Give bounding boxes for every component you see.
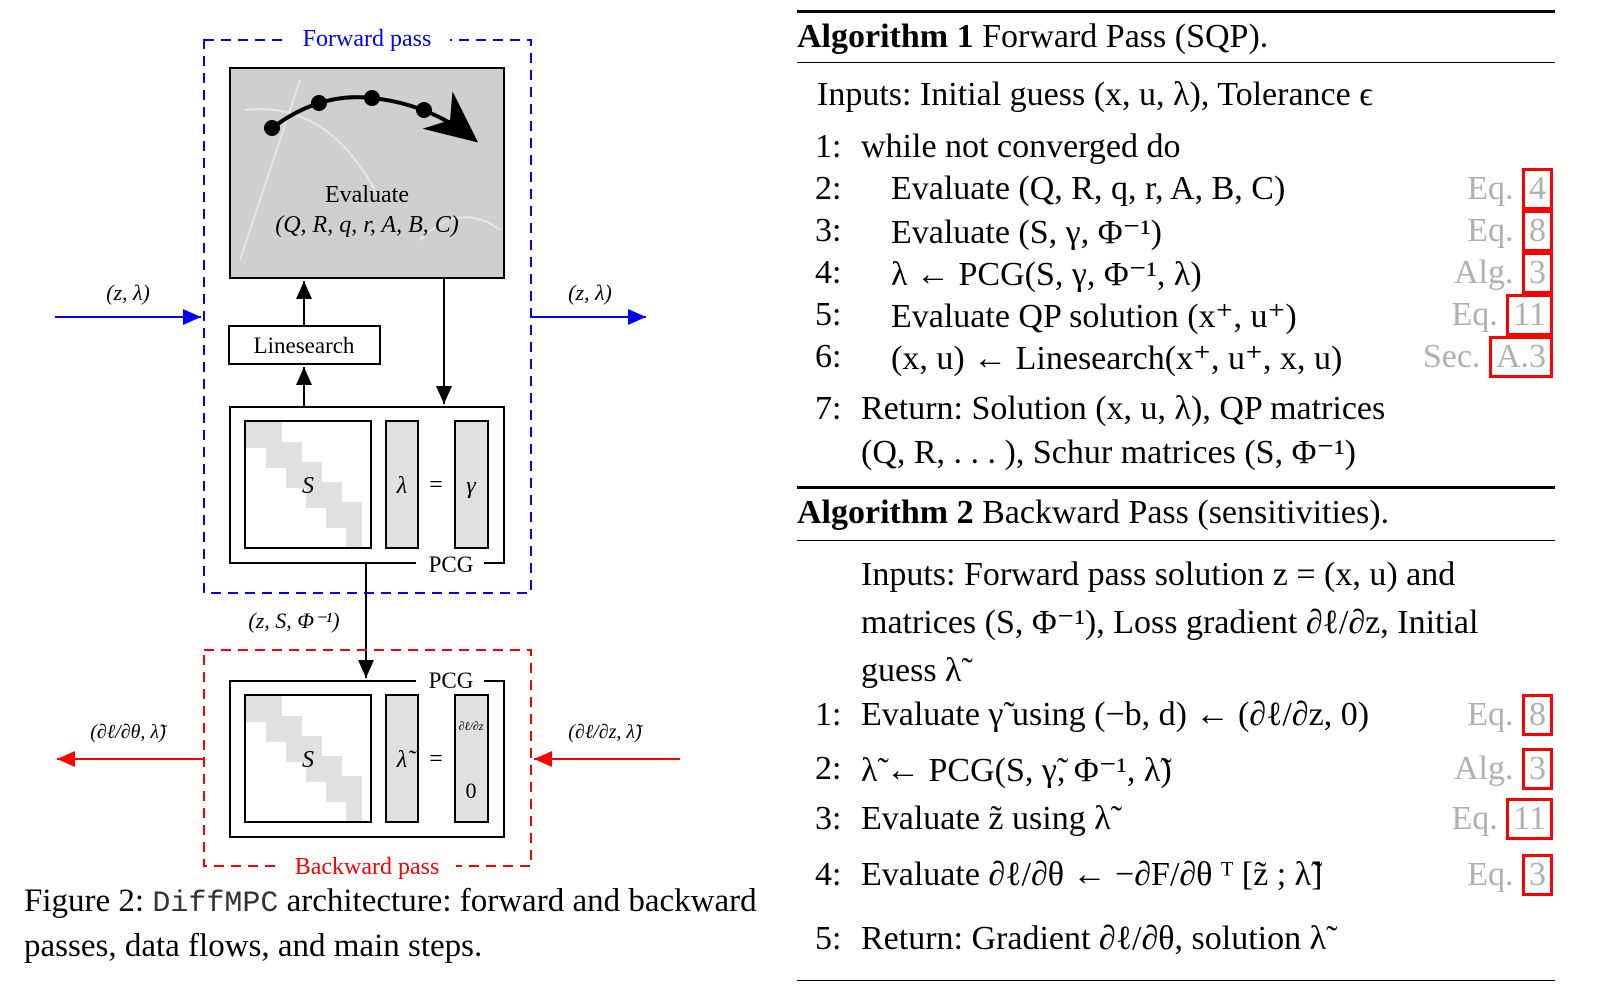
alg1-line-7-cont: (Q, R, . . . ), Schur matrices (S, Φ⁻¹) [861, 434, 1356, 471]
caption-text: architecture: forward and backward passe… [24, 883, 757, 964]
mid-flow-label: (z, S, Φ⁻¹) [248, 608, 339, 633]
forward-equals: = [429, 472, 443, 498]
alg2-line-1: Evaluate γ̃ using (−b, d) ← (∂ℓ/∂z, 0) [861, 696, 1370, 733]
alg2-ref-1: Eq. 8 [1467, 694, 1553, 736]
linesearch-label: Linesearch [254, 333, 355, 358]
alg1-line-4: λ ← PCG(S, γ, Φ⁻¹, λ) [891, 256, 1202, 293]
caption-prefix: Figure 2: [24, 883, 153, 919]
forward-gamma-symbol: γ [466, 473, 476, 499]
alg2-inputs-2: matrices (S, Φ⁻¹), Loss gradient ∂ℓ/∂z, … [861, 604, 1479, 641]
alg1-inputs: Inputs: Initial guess (x, u, λ), Toleran… [817, 76, 1374, 113]
backward-equals: = [429, 746, 443, 772]
alg2-line-number: 4: [815, 856, 842, 893]
algorithm-1: Algorithm 1 Forward Pass (SQP). Inputs: … [797, 10, 1555, 480]
alg1-line-number: 2: [815, 170, 842, 207]
alg2-title: Algorithm 2 Backward Pass (sensitivities… [797, 494, 1390, 531]
alg2-line-number: 1: [815, 696, 842, 733]
alg2-ref-4: Eq. 3 [1467, 854, 1553, 896]
forward-input-label: (z, λ) [106, 280, 150, 305]
forward-lambda-symbol: λ [396, 473, 407, 499]
backward-input-label: (∂ℓ/∂z, λ̃) [568, 721, 643, 743]
alg1-line-number: 5: [815, 296, 842, 333]
forward-pass-box [203, 39, 532, 594]
trajectory-point [311, 95, 327, 111]
architecture-figure: Forward pass Evaluate (Q, R, q, r, A, B,… [55, 24, 680, 880]
forward-output-label: (z, λ) [568, 280, 612, 305]
backward-rhs-zero: 0 [466, 778, 477, 803]
alg2-inputs-3: guess λ̃ [861, 652, 962, 689]
alg1-ref-6: Sec. A.3 [1423, 336, 1553, 378]
alg2-ref-2: Alg. 3 [1454, 748, 1553, 790]
backward-pcg-label: PCG [429, 668, 474, 693]
forward-lambda-vector [385, 420, 419, 549]
backward-rhs-grad: ∂ℓ/∂z [459, 719, 484, 733]
forward-pcg-label: PCG [429, 552, 474, 577]
trajectory-point [264, 120, 280, 136]
alg2-ref-3: Eq. 11 [1451, 798, 1553, 840]
alg1-line-2: Evaluate (Q, R, q, r, A, B, C) [891, 170, 1286, 207]
alg1-ref-4: Alg. 3 [1454, 252, 1553, 294]
alg1-line-number: 3: [815, 212, 842, 249]
alg1-line-1: while not converged do [861, 128, 1181, 165]
backward-matrix-S-symbol: S [302, 747, 314, 773]
caption-code: DiffMPC [152, 887, 279, 921]
evaluate-label: Evaluate [325, 182, 409, 208]
linesearch-box [228, 325, 381, 365]
alg1-line-3: Evaluate (S, γ, Φ⁻¹) [891, 214, 1163, 251]
alg1-line-6: (x, u) ← Linesearch(x⁺, u⁺, x, u) [891, 340, 1343, 377]
trajectory-point [364, 90, 380, 106]
alg2-line-4: Evaluate ∂ℓ/∂θ ← −∂F/∂θ ᵀ [z̃ ; λ̃] [861, 856, 1323, 893]
alg2-line-2: λ̃ ← PCG(S, γ̃, Φ⁻¹, λ̃) [861, 752, 1172, 789]
alg1-ref-5: Eq. 11 [1451, 294, 1553, 336]
alg1-ref-3: Eq. 8 [1467, 210, 1553, 252]
alg1-line-number: 1: [815, 128, 842, 165]
alg1-line-5: Evaluate QP solution (x⁺, u⁺) [891, 298, 1297, 335]
alg2-line-5: Return: Gradient ∂ℓ/∂θ, solution λ̃ [861, 920, 1327, 957]
forward-pass-label: Forward pass [303, 26, 432, 52]
alg2-line-number: 3: [815, 800, 842, 837]
backward-output-label: (∂ℓ/∂θ, λ̃) [90, 721, 167, 743]
algorithm-2: Algorithm 2 Backward Pass (sensitivities… [797, 486, 1555, 986]
alg1-title: Algorithm 1 Forward Pass (SQP). [797, 18, 1269, 55]
alg1-line-number: 4: [815, 254, 842, 291]
trajectory-point [416, 102, 432, 118]
alg2-inputs-1: Inputs: Forward pass solution z = (x, u)… [861, 556, 1456, 593]
alg1-line-7: Return: Solution (x, u, λ), QP matrices [861, 390, 1386, 427]
figure-caption: Figure 2: DiffMPC architecture: forward … [24, 880, 784, 967]
forward-matrix-S-symbol: S [302, 473, 314, 499]
alg1-ref-2: Eq. 4 [1467, 168, 1553, 210]
backward-pass-label: Backward pass [295, 854, 440, 880]
alg1-line-number: 6: [815, 338, 842, 375]
backward-lambda-vector [385, 694, 419, 823]
alg1-line-number: 7: [815, 390, 842, 427]
alg2-line-number: 2: [815, 750, 842, 787]
alg2-line-3: Evaluate z̃ using λ̃ [861, 800, 1111, 837]
alg2-line-number: 5: [815, 920, 842, 957]
evaluate-args: (Q, R, q, r, A, B, C) [275, 212, 459, 238]
backward-rhs-vector [454, 694, 489, 823]
forward-gamma-vector [454, 420, 489, 549]
